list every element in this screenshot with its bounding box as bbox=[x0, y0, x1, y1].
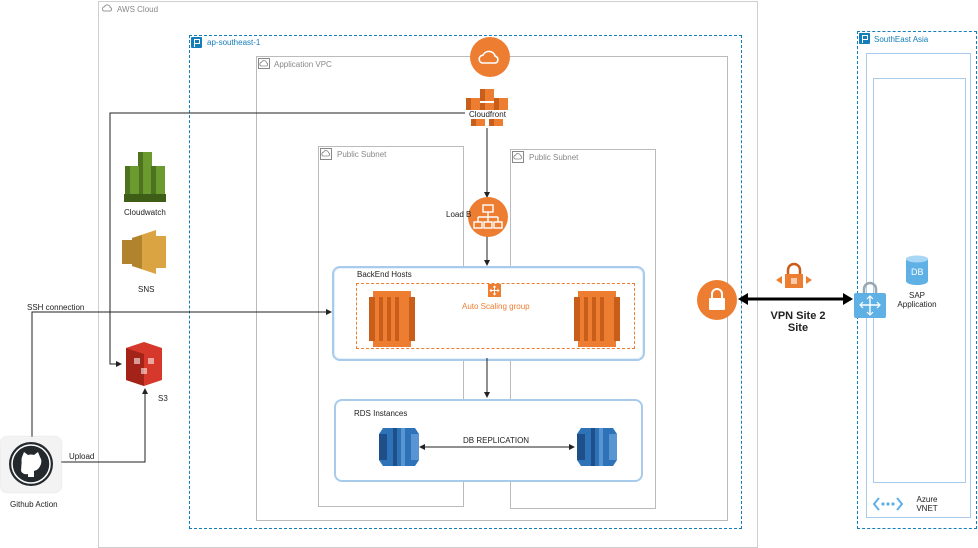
region-flag-icon bbox=[191, 37, 202, 48]
sns-label: SNS bbox=[138, 285, 155, 294]
vpc-title: Application VPC bbox=[274, 60, 332, 69]
ssh-connection-label: SSH connection bbox=[27, 303, 85, 312]
lock-icon[interactable] bbox=[696, 279, 738, 321]
azure-vnet-label: Azure VNET bbox=[916, 495, 938, 513]
cloudfront-label: Cloudfront bbox=[468, 110, 507, 119]
db-replication-label: DB REPLICATION bbox=[463, 436, 530, 445]
region-group bbox=[189, 35, 742, 529]
subnet-left-title: Public Subnet bbox=[337, 150, 387, 159]
s3-label: S3 bbox=[158, 394, 168, 403]
backend-hosts-title: BackEnd Hosts bbox=[357, 270, 412, 279]
ec2-icon-right[interactable] bbox=[574, 291, 620, 347]
subnet-right-title: Public Subnet bbox=[529, 153, 579, 162]
github-icon[interactable] bbox=[8, 441, 54, 487]
ec2-icon-left[interactable] bbox=[369, 291, 415, 347]
cloudwatch-label: Cloudwatch bbox=[124, 208, 166, 217]
vpc-cloud-icon bbox=[258, 58, 270, 69]
cloudwatch-icon[interactable] bbox=[124, 152, 166, 202]
subnet-lock-icon-right bbox=[512, 151, 524, 163]
autoscaling-title: Auto Scaling group bbox=[462, 302, 530, 311]
sap-application-label: SAP Application bbox=[897, 291, 937, 309]
azure-subnet-inner bbox=[873, 78, 966, 483]
load-balancer-icon[interactable] bbox=[467, 196, 509, 238]
aws-cloud-icon bbox=[101, 4, 113, 12]
database-icon[interactable] bbox=[905, 255, 929, 285]
aws-cloud-title: AWS Cloud bbox=[117, 5, 159, 14]
region-title: ap-southeast-1 bbox=[207, 38, 261, 47]
southeast-asia-title: SouthEast Asia bbox=[874, 35, 929, 44]
s3-icon[interactable] bbox=[122, 340, 166, 388]
cloudfront-icon[interactable] bbox=[465, 88, 509, 128]
southeast-asia-flag-icon bbox=[859, 33, 870, 44]
autoscaling-group bbox=[356, 283, 635, 349]
vpn-gateway-icon[interactable] bbox=[776, 262, 812, 294]
azure-vpn-icon[interactable] bbox=[852, 281, 888, 319]
load-balancer-label: Load B bbox=[446, 210, 472, 219]
vpn-label: VPN Site 2 Site bbox=[770, 310, 826, 334]
autoscaling-icon[interactable] bbox=[488, 284, 501, 297]
vnet-icon[interactable] bbox=[872, 496, 904, 512]
cloud-icon[interactable] bbox=[470, 37, 510, 77]
rds-icon-right[interactable] bbox=[575, 424, 619, 470]
rds-title: RDS Instances bbox=[354, 409, 408, 418]
github-action-label: Github Action bbox=[10, 500, 58, 509]
rds-icon-left[interactable] bbox=[377, 424, 421, 470]
subnet-lock-icon-left bbox=[320, 148, 332, 160]
sns-icon[interactable] bbox=[122, 230, 168, 274]
upload-label: Upload bbox=[69, 452, 95, 461]
southeast-asia-group bbox=[857, 31, 977, 529]
db-badge-label: DB bbox=[911, 267, 924, 277]
